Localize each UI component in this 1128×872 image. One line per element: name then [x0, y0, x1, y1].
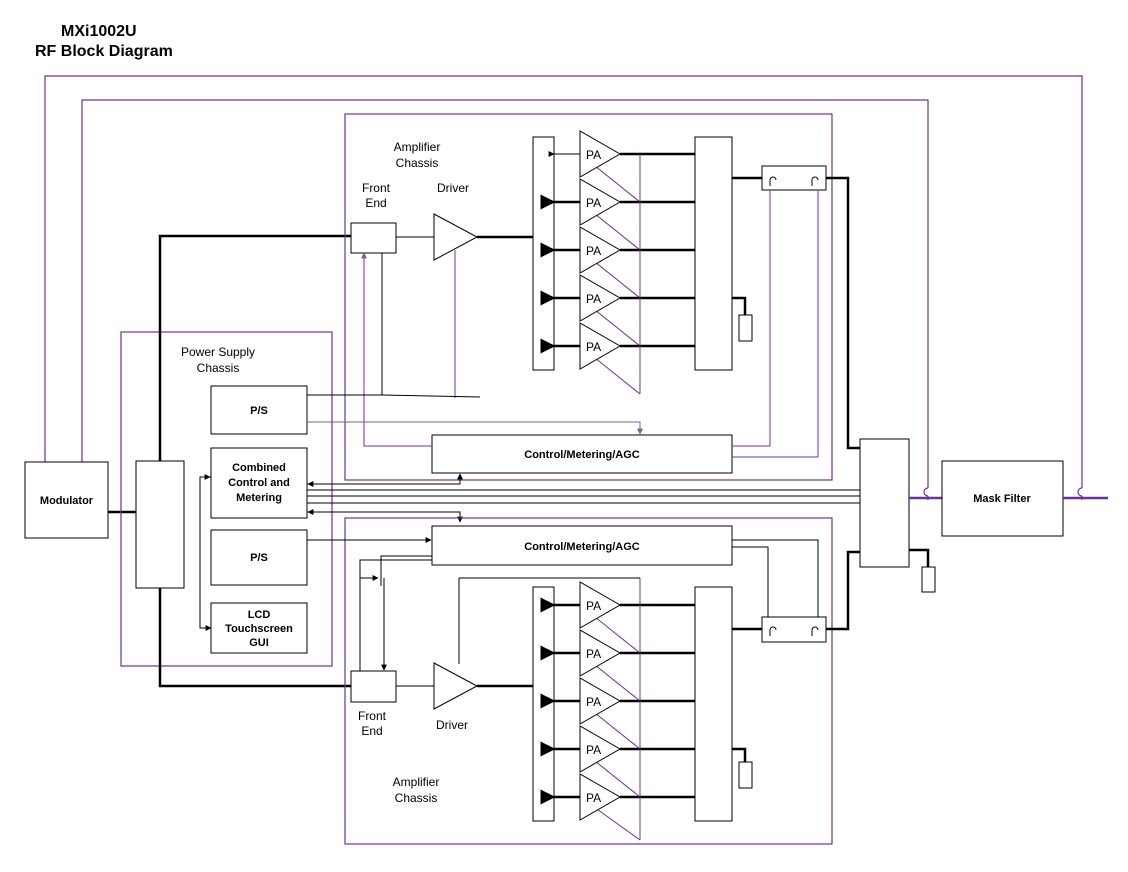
pa-label: PA: [586, 743, 601, 757]
combined-control-block: Combined Control and Metering: [211, 448, 307, 518]
control-metering-agc-top: Control/Metering/AGC: [432, 435, 732, 473]
ps-bottom-label: P/S: [250, 552, 268, 564]
directional-coupler-bottom: [762, 617, 826, 642]
pa-label: PA: [586, 695, 601, 709]
pa-module: PA: [554, 582, 695, 653]
control-top-label: Control/Metering/AGC: [524, 449, 640, 461]
splitter-top-block: [533, 137, 554, 370]
pa-label: PA: [586, 791, 601, 805]
lcd-gui-label-2: Touchscreen: [225, 623, 293, 635]
front-end-bottom-block: [351, 671, 396, 702]
driver-bottom-label: Driver: [436, 718, 468, 732]
pa-label: PA: [586, 599, 601, 613]
amplifier-top-label-2: Chassis: [396, 156, 439, 170]
front-end-bottom-label-2: End: [361, 724, 382, 738]
mask-filter-label: Mask Filter: [973, 493, 1031, 505]
amplifier-bottom-label-2: Chassis: [395, 791, 438, 805]
input-splitter-block: [136, 461, 184, 588]
amplifier-bottom-label-1: Amplifier: [393, 775, 440, 789]
combined-control-label-3: Metering: [236, 492, 282, 504]
pa-bank-bottom: PA PA PA PA PA: [459, 578, 695, 840]
directional-coupler-top: [762, 166, 826, 190]
driver-bottom-triangle: [434, 663, 477, 709]
combined-control-label-2: Control and: [228, 477, 290, 489]
driver-top-label: Driver: [437, 181, 469, 195]
pa-label: PA: [586, 244, 601, 258]
pa-label: PA: [586, 340, 601, 354]
control-bus-lines: [307, 474, 870, 522]
reject-load-output: [922, 567, 935, 592]
splitter-bottom-block: [533, 587, 554, 821]
ps-top-block: P/S: [211, 386, 307, 434]
pa-label: PA: [586, 196, 601, 210]
combiner-bottom-block: [695, 587, 732, 821]
ps-bottom-block: P/S: [211, 530, 307, 585]
pa-label: PA: [586, 647, 601, 661]
amp-bottom-output-line: [826, 552, 860, 629]
combiner-top-reject-line: [732, 298, 745, 315]
pa-module: PA: [554, 131, 695, 202]
power-supply-chassis-label-1: Power Supply: [181, 345, 255, 359]
combiner-bottom-reject-line: [732, 749, 745, 762]
power-supply-chassis-label-2: Chassis: [197, 361, 240, 375]
pa-module: PA: [554, 774, 695, 840]
pa-bank-top: PA PA PA PA PA: [554, 131, 695, 394]
lcd-gui-label-1: LCD: [248, 609, 271, 621]
control-bottom-label: Control/Metering/AGC: [524, 541, 640, 553]
modulator-block: Modulator: [25, 462, 108, 538]
combiner-top-block: [695, 137, 732, 370]
front-end-top-block: [351, 223, 396, 253]
front-end-top-label-1: Front: [362, 181, 391, 195]
mask-filter-block: Mask Filter: [942, 461, 1063, 536]
pa-label: PA: [586, 148, 601, 162]
combined-control-label-1: Combined: [232, 462, 286, 474]
pa-label: PA: [586, 292, 601, 306]
ps-top-label: P/S: [250, 405, 268, 417]
control-metering-agc-bottom: Control/Metering/AGC: [432, 526, 732, 565]
output-combiner-reject-line: [909, 550, 928, 567]
front-end-top-label-2: End: [365, 196, 386, 210]
amplifier-top-label-1: Amplifier: [394, 140, 441, 154]
output-combiner-block: [860, 439, 909, 567]
front-end-bottom-label-1: Front: [358, 709, 387, 723]
reject-load-bottom: [739, 762, 752, 788]
modulator-label: Modulator: [40, 495, 94, 507]
gui-control-link: [200, 477, 211, 628]
lcd-gui-block: LCD Touchscreen GUI: [211, 603, 307, 653]
lcd-gui-label-3: GUI: [249, 637, 269, 649]
reject-load-top: [739, 315, 752, 341]
amp-top-output-line: [826, 178, 860, 448]
